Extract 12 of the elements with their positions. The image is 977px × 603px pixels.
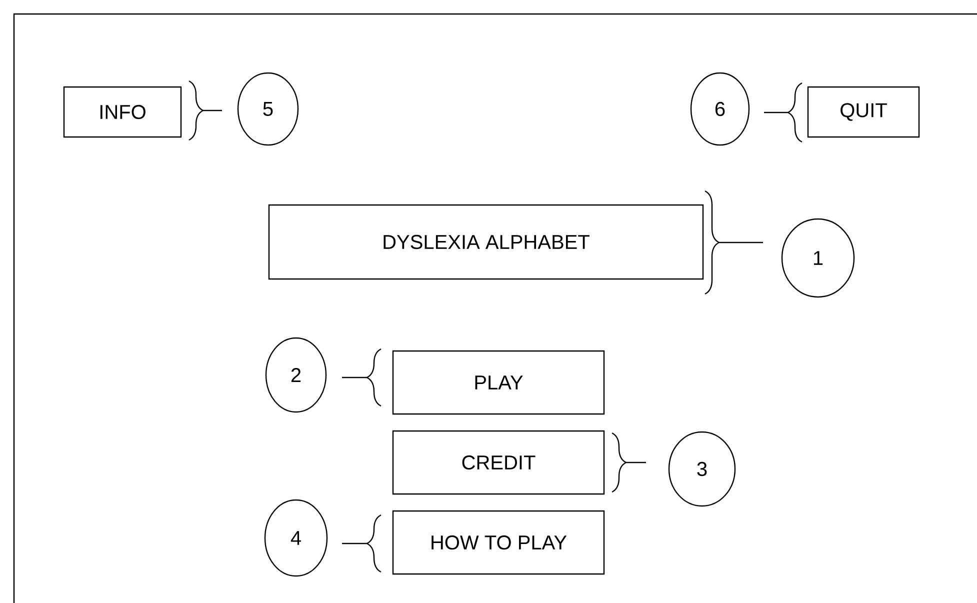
callout-number: 1 [781, 218, 855, 298]
callout-number: 4 [264, 499, 328, 577]
callout-number: 2 [265, 337, 327, 413]
menu-button: PLAY [392, 350, 605, 415]
menu-button: INFO [63, 86, 182, 138]
menu-button: QUIT [807, 86, 920, 138]
menu-button: CREDIT [392, 430, 605, 495]
menu-button: DYSLEXIA ALPHABET [268, 204, 704, 280]
callout-number: 3 [668, 431, 736, 507]
callout-number: 5 [237, 72, 299, 146]
menu-button: HOW TO PLAY [392, 510, 605, 575]
callout-number: 6 [690, 72, 750, 146]
